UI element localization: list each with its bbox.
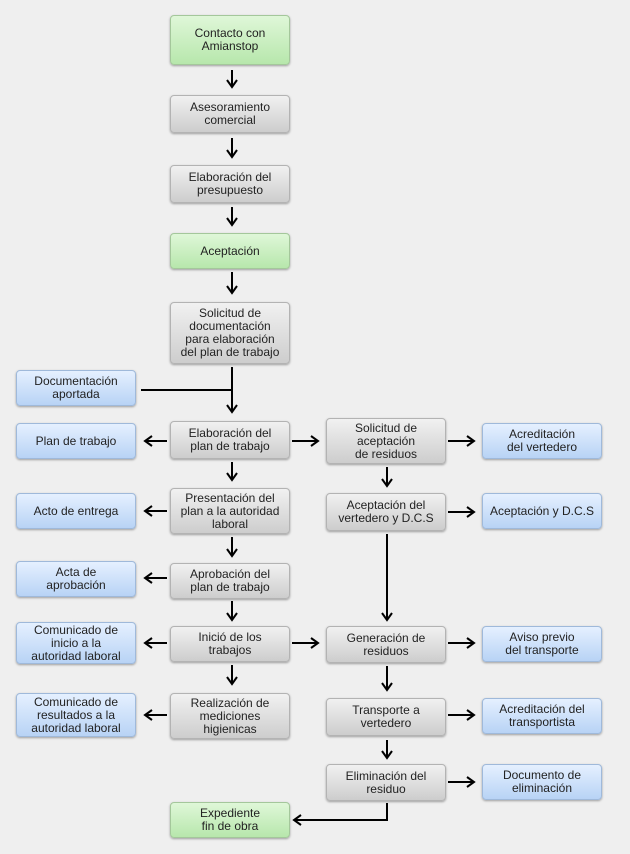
node-inicio-trabajos: Inició de los trabajos — [170, 626, 290, 662]
node-solicitud-aceptacion: Solicitud de aceptación de residuos — [326, 418, 446, 464]
node-generacion-residuos: Generación de residuos — [326, 626, 446, 663]
node-aceptacion: Aceptación — [170, 233, 290, 269]
node-plan-trabajo: Plan de trabajo — [16, 423, 136, 459]
node-documento-eliminacion: Documento de eliminación — [482, 764, 602, 800]
node-transporte-vertedero: Transporte a vertedero — [326, 698, 446, 736]
node-aviso-transporte: Aviso previo del transporte — [482, 626, 602, 662]
node-presupuesto: Elaboración del presupuesto — [170, 165, 290, 203]
node-documentacion-aportada: Documentación aportada — [16, 370, 136, 406]
node-elaboracion-plan: Elaboración del plan de trabajo — [170, 421, 290, 459]
node-asesoramiento: Asesoramiento comercial — [170, 95, 290, 133]
node-acreditacion-vertedero: Acreditación del vertedero — [482, 423, 602, 459]
node-expediente-fin: Expediente fin de obra — [170, 802, 290, 838]
node-acta-aprobacion: Acta de aprobación — [16, 561, 136, 597]
node-aprobacion-plan: Aprobación del plan de trabajo — [170, 563, 290, 599]
node-contacto: Contacto con Amianstop — [170, 15, 290, 65]
node-eliminacion-residuo: Eliminación del residuo — [326, 764, 446, 801]
node-solicitud-documentacion: Solicitud de documentación para elaborac… — [170, 302, 290, 364]
node-comunicado-inicio: Comunicado de inicio a la autoridad labo… — [16, 622, 136, 664]
node-realizacion-mediciones: Realización de mediciones higienicas — [170, 693, 290, 739]
node-aceptacion-dcs: Aceptación y D.C.S — [482, 493, 602, 529]
node-comunicado-resultados: Comunicado de resultados a la autoridad … — [16, 693, 136, 737]
node-aceptacion-vertedero: Aceptación del vertedero y D.C.S — [326, 493, 446, 531]
node-acto-entrega: Acto de entrega — [16, 493, 136, 529]
node-acreditacion-transportista: Acreditación del transportista — [482, 698, 602, 734]
node-presentacion: Presentación del plan a la autoridad lab… — [170, 488, 290, 534]
arrow-eliminacion-expediente — [292, 803, 388, 826]
